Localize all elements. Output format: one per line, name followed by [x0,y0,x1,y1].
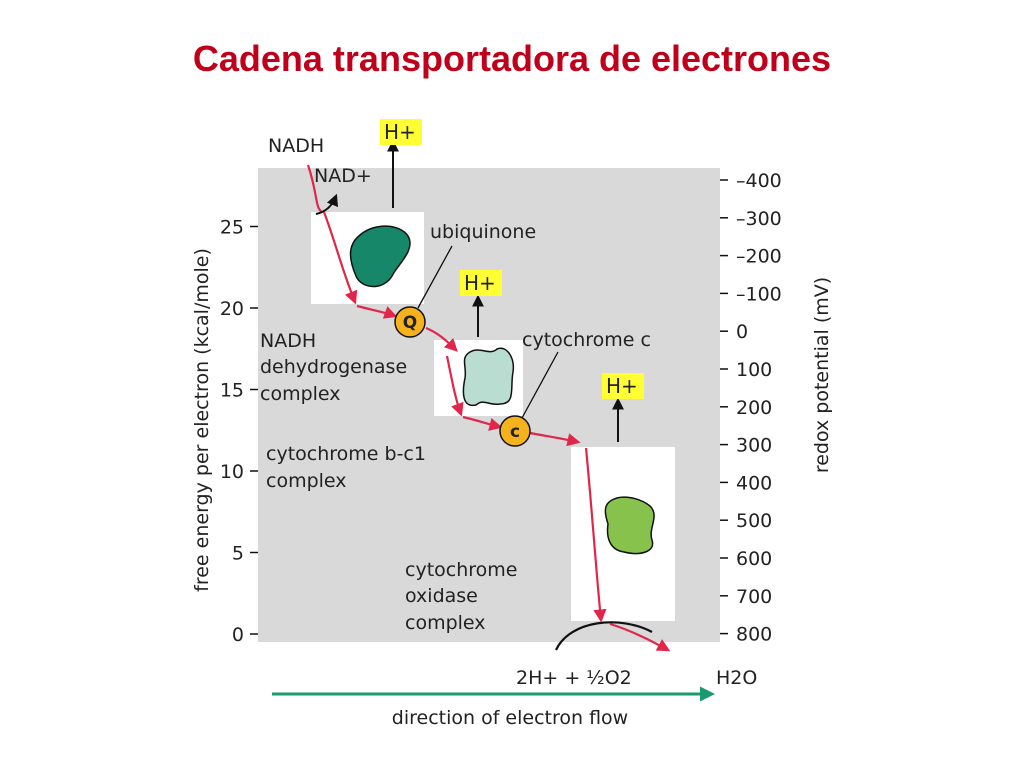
right-axis-tick-label: 400 [736,472,772,494]
right-axis-ticks: –400 –300 –200 –100 0 100 200 300 400 500 600 700 80… [720,170,782,646]
h-ion-3: H+ [606,374,638,398]
complex2-blob-icon [462,347,515,407]
right-axis-tick-label: 200 [736,397,772,419]
complex1-label-line1: NADH [260,330,316,352]
left-axis-tick-label: 25 [220,217,244,239]
h-ion-2: H+ [464,271,496,295]
carrier-q-circle-icon [394,306,426,338]
left-axis-ticks: 0 5 10 15 20 25 [220,217,258,646]
nad-plus-label: NAD+ [314,165,372,187]
left-axis-tick-label: 0 [232,624,244,646]
right-axis-tick-label: 600 [736,548,772,570]
right-axis-tick-label: 300 [736,435,772,457]
right-axis-tick-label: –200 [736,246,782,268]
left-axis-title: free energy per electron (kcal/mole) [191,248,213,592]
ubiquinone-label: ubiquinone [430,221,536,243]
complex3-label-line1: cytochrome [405,559,517,581]
left-axis-tick-label: 10 [220,461,244,483]
complex1-label-line3: complex [260,383,341,405]
cytochrome-c-label: cytochrome c [522,329,651,351]
right-axis-tick-label: 0 [736,321,748,343]
carrier-c-circle-icon [499,415,531,447]
right-axis-tick-label: 500 [736,510,772,532]
nadh-label: NADH [268,135,324,157]
right-axis-tick-label: 800 [736,624,772,646]
right-axis-tick-label: 700 [736,586,772,608]
left-axis-tick-label: 5 [232,543,244,565]
right-axis-title: redox potential (mV) [811,277,833,473]
left-axis-tick-label: 15 [220,380,244,402]
complex3-label-line2: oxidase [405,585,478,607]
complex1-label-line2: dehydrogenase [260,356,407,378]
flow-label: direction of electron flow [392,707,628,729]
carrier-q-label: Q [403,313,417,333]
carrier-c-label: c [510,422,520,442]
right-axis-tick-label: –100 [736,283,782,305]
complex2-label-line2: complex [266,470,347,492]
product-label: H2O [716,667,757,689]
h-ion-1: H+ [384,120,416,144]
right-axis-tick-label: 100 [736,359,772,381]
electron-path [306,164,671,652]
h-ion-2-highlight [460,270,502,296]
cytochrome-c-pointer [521,351,559,419]
complex1-blob-icon [349,225,411,288]
h-ion-3-highlight [602,373,644,399]
slide-title: Cadena transportadora de electrones [192,38,832,79]
complex3-blob-icon [604,496,655,555]
left-axis-tick-label: 20 [220,298,244,320]
ubiquinone-pointer [417,245,453,309]
right-axis-tick-label: –300 [736,208,782,230]
reactants-label: 2H+ + ½O2 [516,667,632,689]
right-axis-tick-label: –400 [736,170,782,192]
reaction-arc [555,621,653,651]
h-ion-1-highlight [380,119,422,145]
complex2-label-line1: cytochrome b-c1 [266,443,426,465]
nad-arrow [315,193,339,215]
complex3-label-line3: complex [405,612,486,634]
